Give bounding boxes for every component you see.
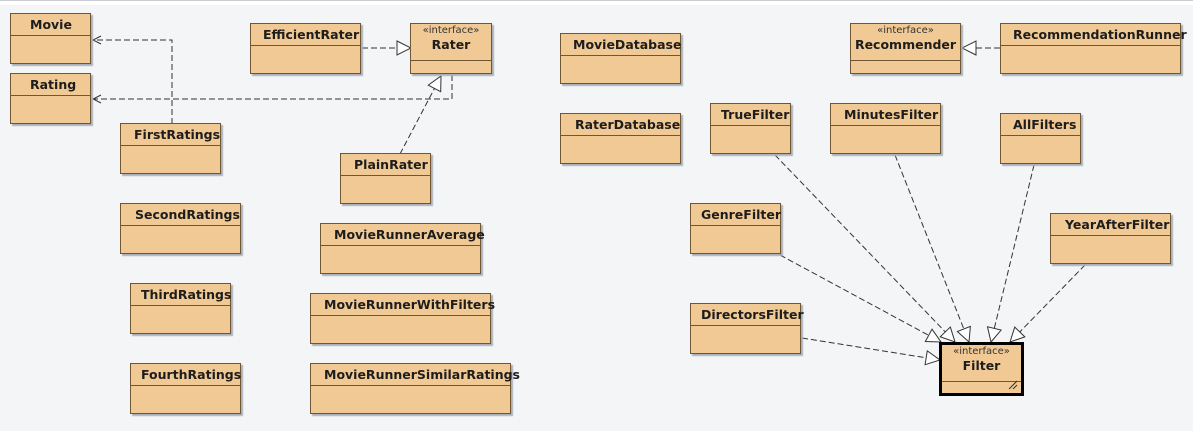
class-name: Movie xyxy=(30,17,72,32)
edge-directorsfilter-filter xyxy=(801,337,940,360)
class-true-filter[interactable]: TrueFilter xyxy=(710,103,791,154)
class-separator xyxy=(341,175,430,176)
class-separator xyxy=(691,325,800,326)
stereotype-label: «interface» xyxy=(877,25,934,36)
class-name: MinutesFilter xyxy=(844,107,939,122)
class-name: YearAfterFilter xyxy=(1065,217,1170,232)
class-movie-database[interactable]: MovieDatabase xyxy=(560,33,681,84)
class-name: AllFilters xyxy=(1013,117,1077,132)
class-separator xyxy=(711,125,790,126)
edge-genrefilter-filter xyxy=(779,254,941,342)
edge-rater-rating xyxy=(93,75,453,99)
class-separator xyxy=(131,385,240,386)
class-separator xyxy=(321,245,480,246)
edge-firstratings-movie xyxy=(93,40,173,124)
class-name: SecondRatings xyxy=(135,207,240,222)
class-separator xyxy=(121,145,220,146)
interface-rater[interactable]: «interface» Rater xyxy=(410,23,492,74)
class-movie-runner-similar-ratings[interactable]: MovieRunnerSimilarRatings xyxy=(310,363,520,414)
edge-yearafterfilter-filter xyxy=(1010,264,1086,342)
edge-minutesfilter-filter xyxy=(894,154,969,342)
interface-recommender[interactable]: «interface» Recommender xyxy=(850,23,961,74)
class-name: MovieRunnerWithFilters xyxy=(324,297,496,312)
class-movie-runner-with-filters[interactable]: MovieRunnerWithFilters xyxy=(310,293,496,344)
class-separator xyxy=(1051,235,1170,236)
class-recommendation-runner[interactable]: RecommendationRunner xyxy=(1000,23,1187,74)
class-separator xyxy=(1001,135,1080,136)
class-plain-rater[interactable]: PlainRater xyxy=(340,153,431,204)
class-movie[interactable]: Movie xyxy=(10,13,91,64)
window-top-border xyxy=(0,0,1193,5)
class-separator xyxy=(411,60,491,61)
class-separator xyxy=(131,305,230,306)
class-name: TrueFilter xyxy=(721,107,790,122)
class-separator xyxy=(561,55,680,56)
class-separator xyxy=(11,95,90,96)
class-separator xyxy=(11,35,90,36)
class-separator xyxy=(851,60,960,61)
class-second-ratings[interactable]: SecondRatings xyxy=(120,203,241,254)
class-name: Recommender xyxy=(854,37,957,52)
class-separator xyxy=(121,225,240,226)
class-year-after-filter[interactable]: YearAfterFilter xyxy=(1050,213,1171,264)
class-separator xyxy=(1001,45,1180,46)
class-rating[interactable]: Rating xyxy=(10,73,91,124)
class-separator xyxy=(831,125,940,126)
class-movie-runner-average[interactable]: MovieRunnerAverage xyxy=(320,223,485,274)
class-name: DirectorsFilter xyxy=(701,307,804,322)
class-separator xyxy=(311,315,490,316)
class-third-ratings[interactable]: ThirdRatings xyxy=(130,283,231,334)
class-separator xyxy=(561,135,680,136)
class-directors-filter[interactable]: DirectorsFilter xyxy=(690,303,804,354)
class-first-ratings[interactable]: FirstRatings xyxy=(120,123,221,174)
interface-filter[interactable]: «interface» Filter xyxy=(939,342,1024,396)
class-name: ThirdRatings xyxy=(141,287,232,302)
class-name: PlainRater xyxy=(354,157,428,172)
class-efficient-rater[interactable]: EfficientRater xyxy=(250,23,361,74)
class-name: MovieRunnerAverage xyxy=(334,227,485,242)
class-rater-database[interactable]: RaterDatabase xyxy=(560,113,681,164)
class-name: RaterDatabase xyxy=(575,117,681,132)
class-separator xyxy=(251,45,360,46)
class-name: EfficientRater xyxy=(263,27,360,42)
class-all-filters[interactable]: AllFilters xyxy=(1000,113,1081,164)
class-genre-filter[interactable]: GenreFilter xyxy=(690,203,781,254)
class-separator xyxy=(942,381,1021,382)
edge-allfilters-filter xyxy=(991,164,1035,342)
class-name: Rating xyxy=(30,77,77,92)
stereotype-label: «interface» xyxy=(422,25,480,36)
resize-grip-icon[interactable] xyxy=(1008,380,1018,390)
class-name: MovieDatabase xyxy=(573,37,682,52)
class-separator xyxy=(691,225,780,226)
class-name: MovieRunnerSimilarRatings xyxy=(324,367,520,382)
class-name: Filter xyxy=(962,358,1001,373)
class-name: GenreFilter xyxy=(701,207,782,222)
edge-truefilter-filter xyxy=(774,154,955,342)
edge-plainrater-rater xyxy=(399,76,441,155)
class-name: FourthRatings xyxy=(141,367,242,382)
class-name: FirstRatings xyxy=(134,127,221,142)
stereotype-label: «interface» xyxy=(953,346,1010,357)
class-separator xyxy=(311,385,510,386)
class-name: Rater xyxy=(431,37,471,52)
class-fourth-ratings[interactable]: FourthRatings xyxy=(130,363,241,414)
class-name: RecommendationRunner xyxy=(1013,27,1187,42)
class-minutes-filter[interactable]: MinutesFilter xyxy=(830,103,941,154)
